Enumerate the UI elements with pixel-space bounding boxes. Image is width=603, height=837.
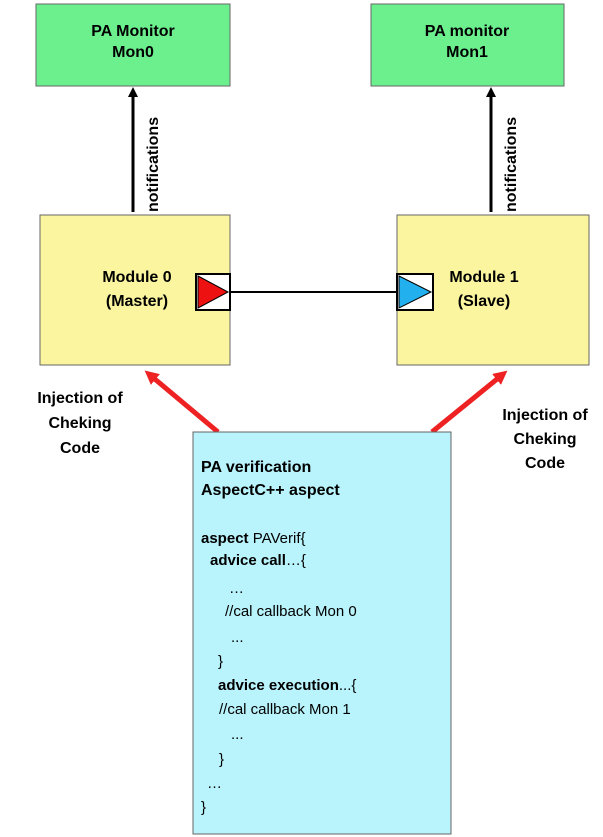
code-keyword-advice-call: advice call [210, 552, 286, 569]
code-line-7: advice execution...{ [218, 677, 356, 694]
module-0-role: (Master) [106, 293, 168, 310]
module-1-role: (Slave) [458, 293, 510, 310]
notification-label-0: notifications [145, 117, 162, 212]
code-line-11: … [207, 775, 222, 792]
code-line-8: //cal callback Mon 1 [219, 701, 351, 718]
aspect-title-1: PA verification [201, 459, 311, 476]
aspect-title-2: AspectC++ aspect [201, 482, 340, 499]
code-line-3: … [229, 580, 244, 597]
monitor-0-id: Mon0 [112, 44, 154, 61]
monitor-1-title: PA monitor [425, 23, 509, 40]
injection-label-1-line2: Cheking [513, 431, 576, 448]
code-advice-execution-rest: ...{ [339, 677, 357, 694]
code-line-2: advice call…{ [210, 552, 306, 569]
injection-arrow-0 [144, 370, 220, 434]
module-0: Module 0 (Master) [39, 214, 231, 366]
module-1-port-triangle [398, 275, 433, 309]
code-keyword-aspect: aspect [201, 530, 249, 547]
code-line-10: } [219, 751, 224, 768]
monitor-0-title: PA Monitor [91, 23, 175, 40]
injection-label-0: Injection of Cheking Code [37, 390, 123, 457]
module-1-title: Module 1 [449, 269, 518, 286]
injection-label-0-line3: Code [60, 440, 100, 457]
module-0-port-triangle [197, 275, 230, 309]
code-keyword-advice-execution: advice execution [218, 677, 339, 694]
monitor-0: PA Monitor Mon0 [35, 3, 231, 87]
code-line-9: ... [231, 726, 244, 743]
monitor-1-id: Mon1 [446, 44, 488, 61]
module-1: Module 1 (Slave) [396, 214, 590, 366]
monitor-1: PA monitor Mon1 [370, 3, 565, 87]
notification-label-1: notifications [503, 117, 520, 212]
injection-arrow-1 [430, 370, 508, 434]
aspect-box-bg [192, 431, 452, 835]
code-aspect-name: PAVerif{ [249, 530, 306, 547]
code-line-4: //cal callback Mon 0 [225, 603, 357, 620]
monitor-0-box [35, 3, 231, 87]
injection-label-1-line3: Code [525, 455, 565, 472]
injection-label-0-line1: Injection of [37, 390, 123, 407]
code-advice-call-rest: …{ [286, 552, 306, 569]
code-line-6: } [218, 653, 223, 670]
injection-label-1: Injection of Cheking Code [502, 407, 588, 472]
aspect-box: PA verification AspectC++ aspect aspect … [192, 431, 452, 835]
monitor-1-box [370, 3, 565, 87]
code-line-5: ... [231, 629, 244, 646]
module-0-title: Module 0 [102, 269, 171, 286]
injection-label-0-line2: Cheking [48, 415, 111, 432]
code-line-12: } [201, 799, 206, 816]
injection-label-1-line1: Injection of [502, 407, 588, 424]
code-line-1: aspect PAVerif{ [201, 530, 306, 547]
